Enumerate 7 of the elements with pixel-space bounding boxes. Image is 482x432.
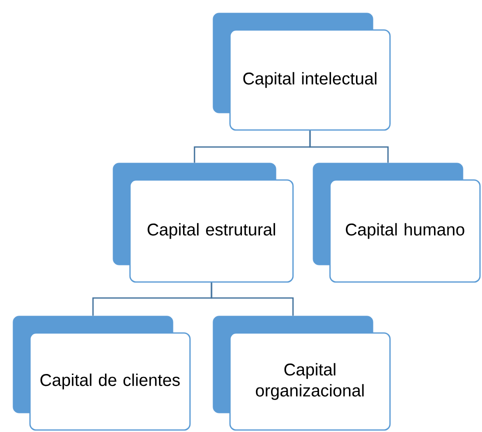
connector xyxy=(210,282,294,316)
org-box: Capital organizacional xyxy=(212,316,391,431)
connector xyxy=(309,130,389,163)
org-box: Capital intelectual xyxy=(212,12,391,131)
org-box: Capital de clientes xyxy=(12,316,191,431)
org-box: Capital estrutural xyxy=(112,162,294,283)
org-box: Capital humano xyxy=(312,162,481,283)
